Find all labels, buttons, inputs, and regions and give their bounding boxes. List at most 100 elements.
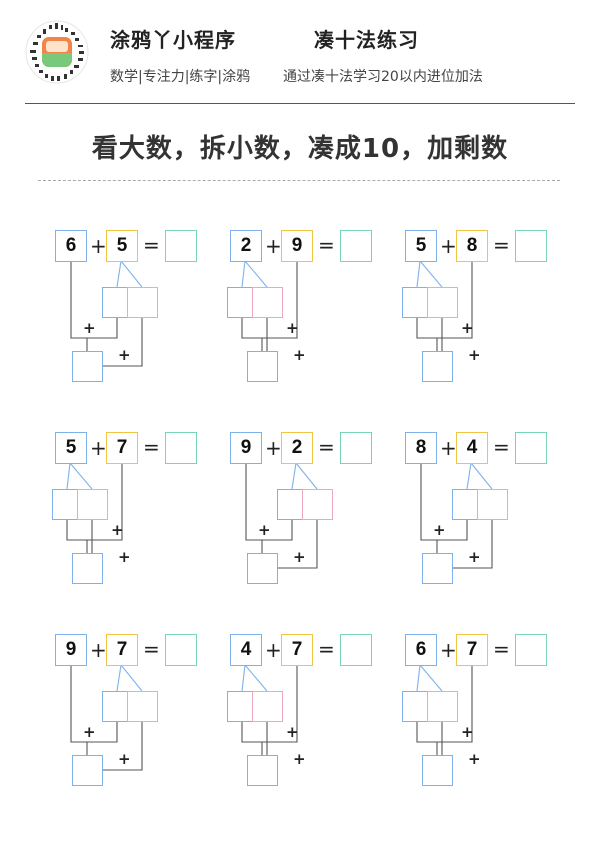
split-line-left (291, 462, 297, 490)
answer-box[interactable] (340, 634, 372, 666)
bracket-make-ten (241, 261, 298, 339)
addend-a-box: 9 (55, 634, 87, 666)
connector-lines (420, 462, 493, 569)
split-line-left (116, 260, 122, 288)
bracket-make-ten (70, 261, 118, 339)
answer-box[interactable] (515, 230, 547, 262)
equals-sign: = (318, 435, 335, 459)
bracket-remainder (102, 317, 143, 367)
equals-sign: = (318, 233, 335, 257)
worksheet-subtitle: 通过凑十法学习20以内进位加法 (283, 69, 483, 85)
split-line-right (470, 462, 493, 490)
remainder-part-box[interactable] (477, 489, 508, 520)
bracket-remainder (277, 519, 318, 569)
remainder-part-box[interactable] (427, 287, 458, 318)
addend-b-box: 4 (456, 432, 488, 464)
addend-a-box: 5 (55, 432, 87, 464)
addend-b-box: 7 (106, 634, 138, 666)
ten-sum-box[interactable] (422, 755, 453, 786)
app-subtitle: 数学|专注力|练字|涂鸦 (110, 69, 251, 85)
plus-sign: + (440, 234, 457, 258)
bracket-plus-sign: + (461, 723, 474, 741)
addend-a-box: 6 (405, 634, 437, 666)
instruction-text: 看大数，拆小数，凑成10，加剩数 (91, 134, 509, 164)
split-line-right (419, 260, 443, 288)
equals-sign: = (493, 435, 510, 459)
plus-sign: + (440, 638, 457, 662)
addend-a-box: 4 (230, 634, 262, 666)
remainder-plus-sign: + (293, 346, 306, 364)
answer-box[interactable] (340, 230, 372, 262)
remainder-part-box[interactable] (252, 287, 283, 318)
addend-b-box: 7 (456, 634, 488, 666)
remainder-part-box[interactable] (252, 691, 283, 722)
split-line-right (120, 664, 143, 692)
remainder-plus-sign: + (293, 750, 306, 768)
addend-a-box: 9 (230, 432, 262, 464)
remainder-plus-sign: + (468, 548, 481, 566)
answer-box[interactable] (165, 432, 197, 464)
bracket-make-ten (245, 463, 293, 541)
plus-sign: + (265, 234, 282, 258)
plus-sign: + (90, 638, 107, 662)
remainder-part-box[interactable] (127, 691, 158, 722)
plus-sign: + (440, 436, 457, 460)
bracket-make-ten (420, 463, 468, 541)
ten-sum-box[interactable] (422, 351, 453, 382)
plus-sign: + (265, 638, 282, 662)
remainder-plus-sign: + (118, 750, 131, 768)
addend-a-box: 6 (55, 230, 87, 262)
answer-box[interactable] (340, 432, 372, 464)
ten-sum-box[interactable] (247, 755, 278, 786)
addend-b-box: 7 (106, 432, 138, 464)
plus-sign: + (90, 436, 107, 460)
bracket-remainder (102, 721, 143, 771)
bracket-plus-sign: + (286, 723, 299, 741)
remainder-part-box[interactable] (427, 691, 458, 722)
remainder-part-box[interactable] (302, 489, 333, 520)
bracket-make-ten (416, 261, 473, 339)
bracket-plus-sign: + (83, 723, 96, 741)
bracket-make-ten (66, 463, 123, 541)
remainder-part-box[interactable] (127, 287, 158, 318)
mini-program-code-icon (25, 20, 89, 84)
split-line-left (466, 462, 472, 490)
ten-sum-box[interactable] (422, 553, 453, 584)
split-line-right (295, 462, 318, 490)
bracket-plus-sign: + (258, 521, 271, 539)
header-divider (25, 103, 575, 104)
bracket-plus-sign: + (83, 319, 96, 337)
ten-sum-box[interactable] (247, 351, 278, 382)
split-line-right (244, 664, 268, 692)
equals-sign: = (143, 435, 160, 459)
ten-sum-box[interactable] (72, 351, 103, 382)
plus-sign: + (265, 436, 282, 460)
addend-b-box: 7 (281, 634, 313, 666)
bracket-make-ten (70, 665, 118, 743)
dashed-divider (38, 180, 560, 181)
worksheet-header: 涂鸦丫小程序 凑十法练习 数学|专注力|练字|涂鸦 通过凑十法学习20以内进位加… (0, 0, 600, 105)
remainder-part-box[interactable] (77, 489, 108, 520)
ten-sum-box[interactable] (72, 755, 103, 786)
addend-b-box: 5 (106, 230, 138, 262)
answer-box[interactable] (165, 230, 197, 262)
split-line-left (66, 462, 71, 490)
connector-lines (70, 260, 143, 367)
equals-sign: = (318, 637, 335, 661)
ten-sum-box[interactable] (247, 553, 278, 584)
split-line-right (120, 260, 143, 288)
split-line-left (116, 664, 122, 692)
answer-box[interactable] (515, 432, 547, 464)
split-line-left (241, 260, 246, 288)
bracket-make-ten (241, 665, 298, 743)
answer-box[interactable] (515, 634, 547, 666)
answer-box[interactable] (165, 634, 197, 666)
ten-sum-box[interactable] (72, 553, 103, 584)
